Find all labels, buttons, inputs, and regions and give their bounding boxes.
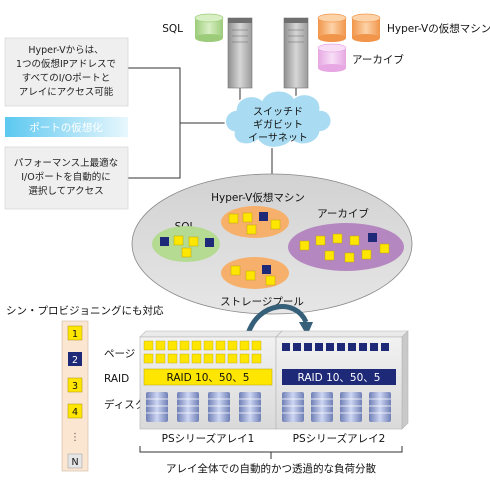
info-access-line-2: 1つの仮想IPアドレスで <box>16 58 116 70</box>
thin-item-n: N <box>67 453 83 469</box>
thin-item-4: 4 <box>67 403 83 419</box>
sql-database-icon <box>194 13 224 42</box>
archive-top-label: アーカイブ <box>352 53 404 66</box>
port-virtualization-badge: ポートの仮想化 <box>5 117 128 137</box>
thin-item-2: 2 <box>68 352 82 366</box>
pool-archive-label: アーカイブ <box>317 207 369 220</box>
array-1-pages <box>143 340 262 364</box>
hyperv-server-icon <box>283 17 309 89</box>
thin-item-2-label: 2 <box>72 355 78 366</box>
info-perf-line-2: I/Oポートを自動的に <box>21 171 110 183</box>
pool-hyperv-volume-2 <box>221 257 289 289</box>
thin-ellipsis: ⋮ <box>70 432 80 443</box>
thin-item-1: 1 <box>67 325 83 341</box>
storage-pool: Hyper-V仮想マシン SQL アーカイブ ストレージプール <box>131 173 413 315</box>
thin-item-3: 3 <box>67 377 83 393</box>
hyperv-vm-top-label: Hyper-Vの仮想マシン <box>387 22 490 35</box>
sql-server-icon <box>227 17 253 89</box>
connection-lines <box>128 67 297 179</box>
array-1-raid-bar <box>143 368 273 386</box>
cloud-line-3: イーサネット <box>248 132 308 144</box>
pool-hyperv-label: Hyper-V仮想マシン <box>211 191 305 204</box>
sql-top-label: SQL <box>162 23 183 35</box>
thin-provisioning-label: シン・プロビジョニングにも対応 <box>6 304 164 317</box>
switched-ethernet-cloud: スイッチド ギガビット イーサネット <box>224 90 332 149</box>
cloud-line-2: ギガビット <box>253 119 303 131</box>
hyperv-vm-database-icon-2 <box>351 13 381 42</box>
load-balancing-label: アレイ全体での自動的かつ透過的な負荷分散 <box>166 462 376 475</box>
row-label-page: ページ <box>104 348 135 360</box>
array-2-raid-bar <box>282 369 396 385</box>
info-perf-line-1: パフォーマンス上最適な <box>14 157 118 169</box>
load-balancing-bracket <box>139 446 403 459</box>
port-virtualization-label: ポートの仮想化 <box>29 121 103 134</box>
array-1-raid-label: RAID 10、50、5 <box>167 372 250 384</box>
pool-sql-volume <box>152 226 220 262</box>
info-box-access: Hyper-Vからは、 1つの仮想IPアドレスで すべてのI/Oポートと アレイ… <box>4 37 129 107</box>
array-2-pages <box>282 343 389 351</box>
info-access-line-1: Hyper-Vからは、 <box>28 45 103 56</box>
info-box-performance: パフォーマンス上最適な I/Oポートを自動的に 選択してアクセス <box>4 146 129 210</box>
array-2-name: PSシリーズアレイ2 <box>293 432 386 445</box>
pool-hyperv-volume-1 <box>221 206 289 238</box>
cloud-line-1: スイッチド <box>253 106 303 118</box>
archive-database-icon <box>317 43 347 72</box>
info-access-line-3: すべてのI/Oポートと <box>22 73 110 84</box>
row-label-raid: RAID <box>104 373 129 385</box>
thin-item-1-label: 1 <box>72 329 78 340</box>
array-1-disks <box>146 392 261 422</box>
row-label-disk: ディスク <box>104 398 145 411</box>
migration-arrow <box>245 304 313 336</box>
hyperv-vm-database-icon-1 <box>317 13 347 42</box>
array-1-name: PSシリーズアレイ1 <box>162 432 255 445</box>
pool-archive-volume <box>288 223 404 271</box>
array-2-raid-label: RAID 10、50、5 <box>298 372 381 384</box>
thin-item-n-label: N <box>71 457 78 468</box>
thin-item-4-label: 4 <box>72 407 78 418</box>
array-2-disks <box>282 392 391 422</box>
info-perf-line-3: 選択してアクセス <box>28 185 103 197</box>
ps-array-1: RAID 10、50、5 <box>139 330 283 430</box>
info-access-line-4: アレイにアクセス可能 <box>19 86 114 98</box>
thin-provisioning-list: 1 2 3 4 ⋮ N <box>61 320 89 472</box>
ps-array-2: RAID 10、50、5 <box>275 330 409 430</box>
thin-item-3-label: 3 <box>72 381 78 392</box>
